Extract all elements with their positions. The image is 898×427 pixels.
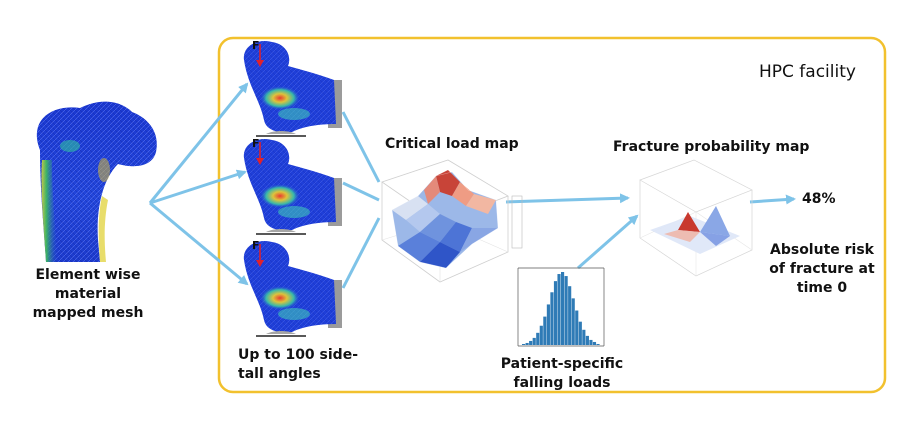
histogram-bar: [543, 316, 547, 345]
risk-caption-line-2: of fracture at: [769, 261, 875, 277]
femur-head-simulation: [243, 40, 342, 137]
angles-caption-line-2: tall angles: [238, 366, 321, 382]
histogram-bar: [536, 332, 540, 345]
falling-loads-caption: Patient-specific falling loads: [494, 355, 630, 393]
histogram-bar: [571, 298, 575, 345]
risk-caption-line-3: time 0: [796, 280, 848, 296]
critical-load-surface: [381, 159, 523, 283]
hpc-frame: [217, 36, 887, 394]
femur-simulations: [243, 40, 342, 337]
falling-loads-histogram: [517, 267, 605, 347]
force-label-2: F: [252, 137, 260, 150]
histogram-bar: [564, 276, 568, 345]
histogram-bar: [532, 337, 536, 345]
flow-arrows: [148, 82, 796, 289]
histogram-bar: [539, 325, 543, 345]
mesh-caption: Element wise material mapped mesh: [8, 266, 168, 323]
histogram-bar: [596, 343, 600, 345]
femur-head-simulation: [243, 240, 342, 337]
mesh-caption-line-1: Element wise material: [35, 267, 141, 302]
force-label-1: F: [252, 39, 260, 52]
histogram-bar: [557, 274, 561, 345]
histogram-bar: [546, 304, 550, 345]
femur-head-simulation: [243, 138, 342, 235]
fracture-probability-surface: [639, 159, 753, 277]
histogram-bar: [582, 329, 586, 345]
fracture-probability-map-title: Fracture probability map: [613, 139, 810, 155]
femur-mesh: [36, 101, 157, 262]
falling-loads-caption-line-1: Patient-specific: [500, 356, 624, 372]
falling-loads-caption-line-2: falling loads: [513, 375, 611, 391]
histogram-bar: [568, 286, 572, 345]
histogram-bar: [578, 321, 582, 345]
histogram-bar: [561, 272, 565, 345]
histogram-bar: [585, 335, 589, 346]
histogram-bar: [592, 341, 597, 345]
histogram-bar: [575, 310, 579, 345]
histogram-bar: [522, 343, 526, 345]
risk-value: 48%: [802, 191, 836, 207]
histogram-bar: [529, 340, 533, 345]
hpc-facility-title: HPC facility: [759, 62, 856, 82]
angles-caption: Up to 100 side- tall angles: [238, 346, 378, 384]
mesh-caption-line-2: mapped mesh: [32, 305, 144, 321]
force-label-3: F: [252, 239, 260, 252]
critical-load-map-title: Critical load map: [385, 136, 519, 152]
histogram-bar: [553, 281, 558, 346]
histogram-bar: [550, 292, 554, 345]
angles-caption-line-1: Up to 100 side-: [238, 347, 359, 363]
risk-caption: Absolute risk of fracture at time 0: [766, 241, 878, 298]
histogram-bar: [525, 342, 529, 345]
risk-caption-line-1: Absolute risk: [770, 242, 874, 258]
histogram-bar: [589, 339, 593, 345]
